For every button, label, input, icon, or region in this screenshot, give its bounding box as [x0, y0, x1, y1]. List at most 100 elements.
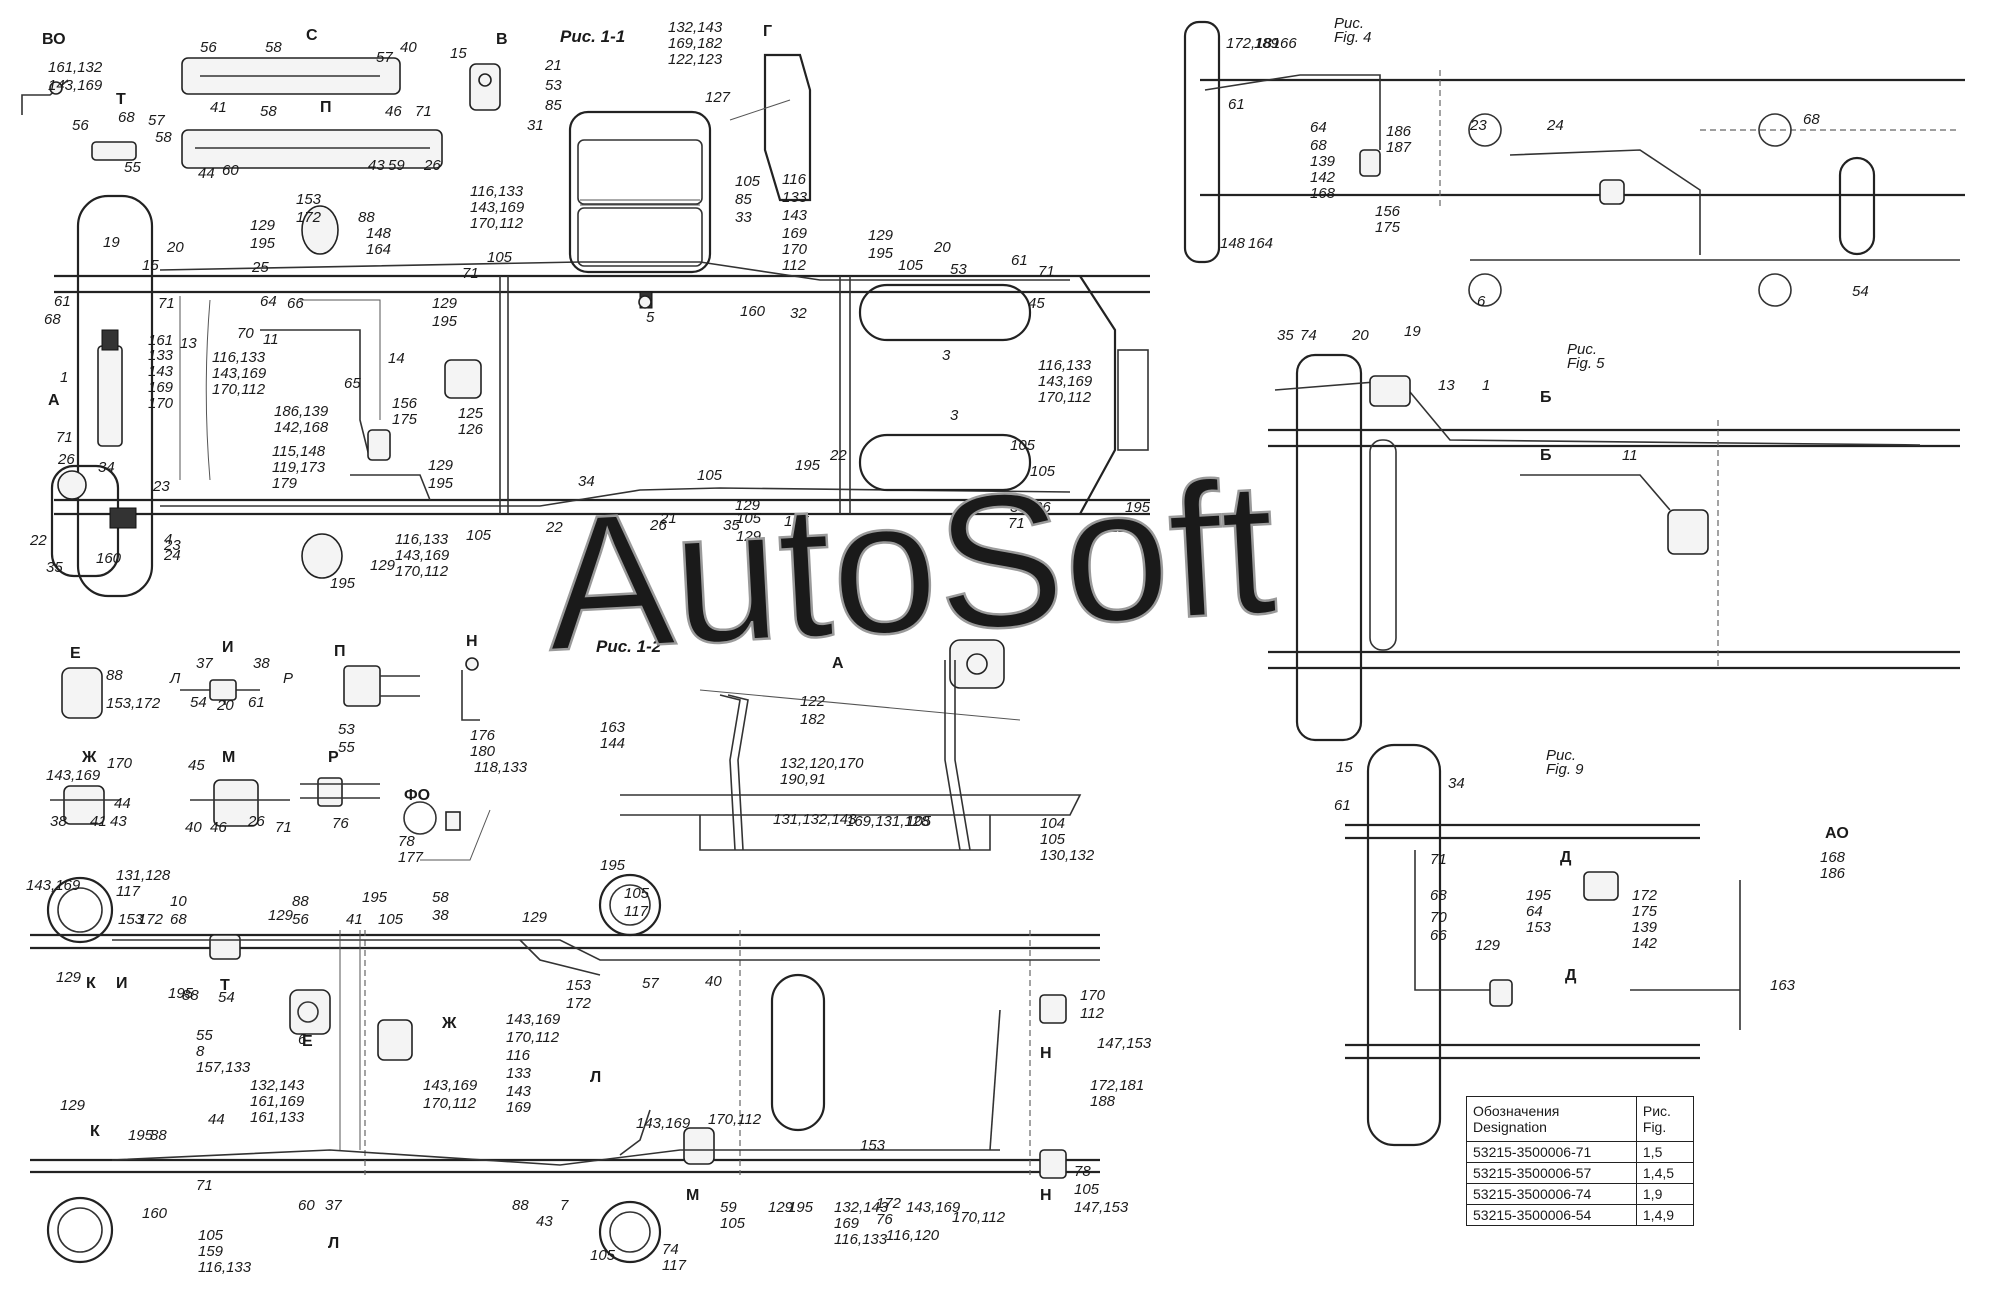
air-dryer-block: [568, 110, 712, 274]
part-label: 6: [1477, 293, 1486, 310]
part-label: 53: [545, 77, 562, 94]
part-label: 118,133: [474, 759, 528, 776]
part-label: 55: [338, 739, 355, 756]
view-marker: АО: [1825, 825, 1849, 842]
view-marker: Л: [590, 1069, 601, 1086]
small-views-top: [21, 53, 812, 202]
part-label: 129: [522, 909, 548, 926]
part-label: 195: [330, 575, 356, 592]
part-label: 44: [198, 165, 215, 182]
part-label: 170,112: [423, 1095, 477, 1112]
valve-156-175: [367, 429, 391, 461]
part-label: 105: [1010, 437, 1036, 454]
part-label: 55: [124, 159, 141, 176]
part-label: 116,133: [198, 1259, 252, 1276]
part-label: 172: [138, 911, 164, 928]
view-t-part: [91, 141, 137, 161]
part-label: 142: [1310, 169, 1336, 186]
part-label: 175: [392, 411, 418, 428]
part-label: 161,132: [48, 59, 103, 76]
detail-f-ring: [403, 801, 437, 835]
part-label: 168: [1310, 185, 1336, 202]
fig-9-drawing: [1345, 743, 1741, 1147]
part-label: 195: [1526, 887, 1552, 904]
part-label: 168: [1820, 849, 1846, 866]
part-label: 143,169: [48, 77, 103, 94]
part-label: 169,182: [668, 35, 723, 52]
part-label: 3: [950, 407, 959, 424]
figure-title: Рис. 1-2: [596, 637, 662, 656]
part-label: 129: [268, 907, 294, 924]
part-label: 153: [566, 977, 592, 994]
part-label: 21: [659, 510, 677, 527]
part-label: 88: [512, 1197, 529, 1214]
part-label: 170: [148, 395, 174, 412]
part-label: 125: [458, 405, 484, 422]
part-label: 59: [388, 157, 405, 174]
part-label: 14: [388, 350, 405, 367]
part-label: 195: [362, 889, 388, 906]
part-label: 56: [200, 39, 217, 56]
brake-chamber-117-c: [46, 1196, 114, 1264]
part-label: 148: [366, 225, 392, 242]
part-label: 34: [578, 473, 595, 490]
part-label: 160: [96, 550, 122, 567]
part-label: 133: [148, 347, 174, 364]
detail-i: [209, 679, 237, 701]
view-marker: Ж: [441, 1015, 457, 1032]
part-label: 131,128: [116, 867, 171, 884]
part-label: 34: [1448, 775, 1465, 792]
part-label: 143,169: [636, 1115, 691, 1132]
part-label: 105: [0, 0, 26, 4]
part-label: 15: [450, 45, 467, 62]
valve-147-bottom: [1039, 1149, 1067, 1179]
part-label: 170,112: [470, 215, 524, 232]
part-label: 179: [272, 475, 298, 492]
part-label: 143: [506, 1083, 532, 1100]
part-label: 41: [210, 99, 227, 116]
part-label: 143: [782, 207, 808, 224]
part-label: 13: [1438, 377, 1455, 394]
part-label: 117: [624, 903, 649, 920]
part-label: 139: [1310, 153, 1336, 170]
fig-4-drawing: [1183, 20, 1965, 307]
part-label: 11: [263, 331, 279, 348]
valve-7: [683, 1127, 715, 1165]
figure-title: Fig. 9: [1546, 761, 1584, 778]
part-label: 195: [795, 457, 821, 474]
part-label: Л: [169, 670, 181, 687]
part-label: 58: [265, 39, 282, 56]
part-label: 161: [148, 332, 173, 349]
view-marker: Д: [1560, 849, 1572, 866]
part-label: 112: [1080, 1005, 1105, 1022]
part-label: 20: [933, 239, 951, 256]
part-label: 35: [1277, 327, 1294, 344]
designation-table-header: Обозначения Designation Рис. Fig.: [1466, 1096, 1695, 1142]
part-label: 105: [1040, 831, 1066, 848]
part-label: 170,112: [212, 381, 266, 398]
part-label: 161,133: [250, 1109, 305, 1126]
part-label: 3: [942, 347, 951, 364]
view-marker: И: [116, 975, 128, 992]
part-label: 26: [1033, 499, 1051, 516]
part-label: 10: [170, 893, 187, 910]
figure-header: Рис. Fig.: [1635, 1096, 1695, 1142]
part-label: 129: [1110, 519, 1136, 536]
air-receiver-3-lower: [858, 433, 1032, 492]
part-label: 105: [906, 813, 932, 830]
part-label: 195: [128, 1127, 154, 1144]
fig-4-receiver: [1838, 156, 1876, 256]
part-label: 105: [487, 249, 513, 266]
part-label: 180: [470, 743, 496, 760]
part-label: 147,153: [1097, 1035, 1152, 1052]
part-label: 143,169: [26, 877, 81, 894]
figure-title: Fig. 5: [1567, 355, 1605, 372]
part-label: 105: [720, 1215, 746, 1232]
part-label: 153: [118, 911, 144, 928]
detail-e: [61, 667, 103, 719]
part-label: 71: [415, 103, 432, 120]
part-label: 105: [1030, 463, 1056, 480]
fig-1-1-drawing: [50, 110, 1150, 598]
part-label: 105: [898, 257, 924, 274]
